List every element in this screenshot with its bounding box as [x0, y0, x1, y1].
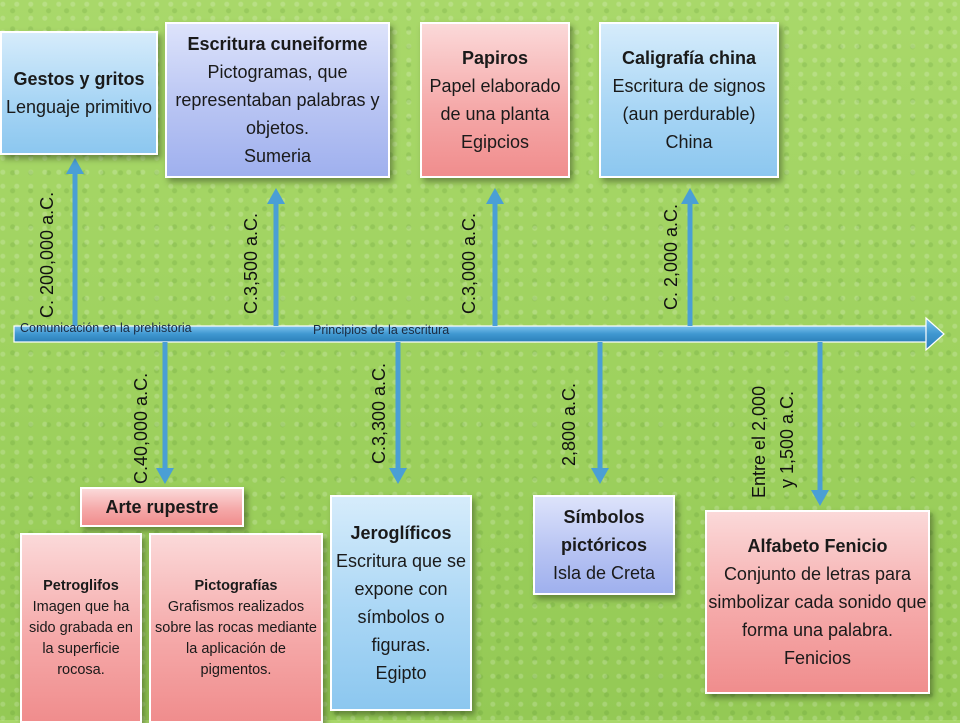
box-petroglifos: Petroglifos Imagen que ha sido grabada e… — [20, 533, 142, 723]
box-jeroglificos-desc: Escritura que se expone con símbolos o f… — [335, 551, 467, 655]
date-rupestre: C.40,000 a.C. — [131, 372, 151, 484]
date-gestos: C. 200,000 a.C. — [37, 191, 57, 318]
box-gestos-title: Gestos y gritos — [13, 69, 145, 89]
box-fenicio: Alfabeto Fenicio Conjunto de letras para… — [705, 510, 930, 694]
date-fenicio-line1: Entre el 2,000 — [749, 385, 769, 498]
box-papiros-desc: Papel elaborado de una planta — [429, 76, 561, 124]
box-cuneiforme: Escritura cuneiforme Pictogramas, que re… — [165, 22, 390, 178]
box-papiros-place: Egipcios — [460, 132, 530, 152]
timeline-label-prehistory: Comunicación en la prehistoria — [20, 321, 192, 335]
date-papiros: C.3,000 a.C. — [459, 212, 479, 314]
box-caligrafia: Caligrafía china Escritura de signos (au… — [599, 22, 779, 178]
timeline-label-writing: Principios de la escritura — [313, 323, 450, 337]
box-petroglifos-title: Petroglifos — [43, 577, 119, 594]
box-cuneiforme-desc: Pictogramas, que representaban palabras … — [175, 62, 380, 138]
box-rupestre: Arte rupestre — [80, 487, 244, 527]
arrow-caligrafia — [681, 188, 699, 326]
box-jeroglificos-place: Egipto — [375, 663, 427, 683]
box-petroglifos-desc: Imagen que ha sido grabada en la superfi… — [29, 598, 133, 678]
date-fenicio-line2: y 1,500 a.C. — [777, 390, 797, 488]
box-caligrafia-place: China — [665, 132, 713, 152]
date-simbolos: 2,800 a.C. — [559, 382, 579, 466]
box-gestos-desc: Lenguaje primitivo — [5, 97, 153, 117]
arrow-rupestre — [156, 342, 174, 484]
box-jeroglificos: Jeroglíficos Escritura que se expone con… — [330, 495, 472, 711]
box-simbolos-title: Símbolos pictóricos — [560, 507, 648, 555]
box-fenicio-title: Alfabeto Fenicio — [747, 536, 888, 556]
box-gestos: Gestos y gritos Lenguaje primitivo — [0, 31, 158, 155]
arrow-simbolos — [591, 342, 609, 484]
timeline-arrow — [13, 316, 945, 352]
box-caligrafia-desc: Escritura de signos (aun perdurable) — [612, 76, 766, 124]
date-caligrafia: C. 2,000 a.C. — [661, 203, 681, 310]
box-papiros: Papiros Papel elaborado de una planta Eg… — [420, 22, 570, 178]
arrow-papiros — [486, 188, 504, 326]
arrow-fenicio — [811, 342, 829, 506]
date-jeroglificos: C.3,300 a.C. — [369, 362, 389, 464]
arrow-gestos — [66, 158, 84, 326]
box-fenicio-desc: Conjunto de letras para simbolizar cada … — [708, 564, 927, 640]
box-pictografias-title: Pictografías — [194, 577, 278, 594]
box-cuneiforme-place: Sumeria — [243, 146, 312, 166]
box-cuneiforme-title: Escritura cuneiforme — [187, 34, 368, 54]
box-simbolos: Símbolos pictóricos Isla de Creta — [533, 495, 675, 595]
box-fenicio-place: Fenicios — [783, 648, 852, 668]
box-jeroglificos-title: Jeroglíficos — [350, 523, 452, 543]
box-simbolos-place: Isla de Creta — [552, 563, 656, 583]
arrow-jeroglificos — [389, 342, 407, 484]
box-rupestre-title: Arte rupestre — [105, 497, 219, 517]
arrow-cuneiforme — [267, 188, 285, 326]
box-papiros-title: Papiros — [461, 48, 529, 68]
box-caligrafia-title: Caligrafía china — [621, 48, 757, 68]
date-cuneiforme: C.3,500 a.C. — [241, 212, 261, 314]
box-pictografias-desc: Grafismos realizados sobre las rocas med… — [155, 598, 317, 678]
box-pictografias: Pictografías Grafismos realizados sobre … — [149, 533, 323, 723]
